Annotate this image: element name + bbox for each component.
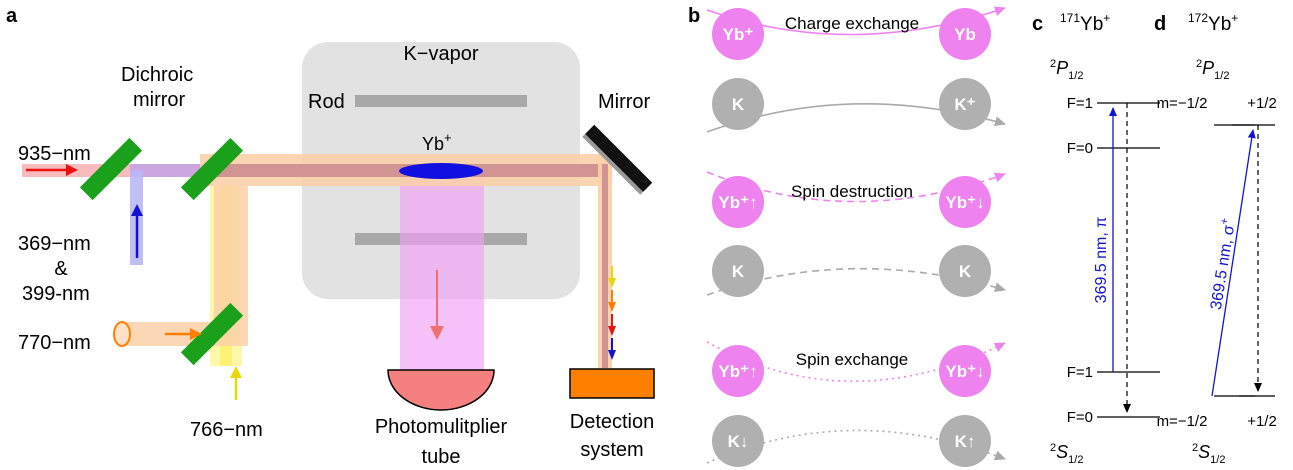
ion-out-top: Yb⁺↓ [945,362,984,381]
ball-out-top [939,8,991,60]
panel-b-label: b [688,5,700,27]
detection-label-1: Detection [570,411,655,433]
rod-label: Rod [308,91,345,113]
fiber-770 [113,321,131,347]
arrow-935-head [66,164,78,176]
trajectory-k [706,429,1006,464]
ball-in-bottom [712,245,764,297]
upper-state-label: 2P1/2 [1196,58,1229,82]
process-spin-destruction: Yb⁺↑ Yb⁺↓ K K Spin destruction [706,171,1006,297]
ball-in-bottom [712,78,764,130]
ion-out-bottom: K⁺ [954,95,975,114]
ion-in-top: Yb⁺↑ [718,193,757,212]
ion-in-bottom: K↓ [728,432,749,451]
ion-out-top: Yb [954,25,976,44]
arrow-369-head [131,204,143,216]
dichroic-mirror-1 [79,137,143,201]
pmt-label-2: tube [422,446,461,468]
ion-in-top: Yb⁺↑ [718,362,757,381]
panel-b: b Yb⁺ Yb K K⁺ Charge exchange Yb⁺↑ Yb⁺↓ … [688,5,1006,467]
lower-state-label: 2S1/2 [1192,442,1225,466]
yb-ion-label: Yb+ [422,130,452,154]
ball-out-bottom [939,245,991,297]
level-label-f1-upper: F=1 [1067,95,1093,112]
ball-in-top [712,8,764,60]
ion-in-bottom: K [732,95,745,114]
lower-state-label: 2S1/2 [1050,442,1083,466]
mirror-back [582,133,644,195]
label-amp: & [54,258,68,280]
ball-in-top [712,345,764,397]
panel-c-label: c [1032,13,1043,35]
level-label-f0-upper: F=0 [1067,140,1093,157]
panel-c: c 171Yb+ 2P1/2 F=1 F=0 F=1 F=0 369.5 nm,… [1032,11,1160,466]
label-770: 770−nm [18,332,91,354]
ion-out-top: Yb⁺↓ [945,193,984,212]
arrow-766-head [230,366,242,378]
dichroic-label-2: mirror [133,89,186,111]
mirror [585,124,653,192]
rod-top [355,95,527,107]
ion-out-bottom: K↑ [955,432,976,451]
transition-sigma [1211,129,1256,397]
level-label-f0-lower: F=0 [1067,409,1093,426]
arrow-770-head [190,328,202,340]
ball-out-top [939,345,991,397]
ball-out-top [939,176,991,228]
process-title: Spin exchange [796,350,908,369]
beam-770 [120,186,248,346]
detection-system [569,368,655,399]
label-935: 935−nm [18,143,91,165]
species-label: 172Yb+ [1188,11,1238,35]
lower-m-minus: m=−1/2 [1157,413,1208,430]
ball-in-bottom [712,415,764,467]
dichroic-mirror-2 [180,137,244,201]
panel-a: a K−vapor Rod Yb+ [6,5,655,468]
panel-d-label: d [1154,13,1166,35]
dichroic-label-1: Dichroic [121,64,193,86]
species-label: 171Yb+ [1060,11,1110,35]
ion-in-bottom: K [732,262,745,281]
fluorescence-arrow-head [430,326,444,340]
process-title: Spin destruction [791,182,913,201]
detection-label-2: system [580,439,643,461]
upper-m-minus: m=−1/2 [1157,95,1208,112]
label-369: 369−nm [18,233,91,255]
process-title: Charge exchange [785,14,919,33]
process-spin-exchange: Yb⁺↑ Yb⁺↓ K↓ K↑ Spin exchange [706,341,1006,467]
lower-m-plus: +1/2 [1247,413,1277,430]
upper-state-label: 2P1/2 [1050,58,1083,82]
panel-a-label: a [6,5,18,27]
upper-m-plus: +1/2 [1247,95,1277,112]
fluorescence-beam [400,172,484,370]
k-vapor-label: K−vapor [403,43,478,65]
detection-arrows [608,266,616,360]
ball-out-bottom [939,415,991,467]
beam-down-inner [602,164,608,368]
process-charge-exchange: Yb⁺ Yb K K⁺ Charge exchange [706,6,1006,133]
panel-d: d 172Yb+ 2P1/2 m=−1/2 +1/2 m=−1/2 +1/2 3… [1154,11,1277,466]
label-766: 766−nm [190,419,263,441]
pmt-label-1: Photomulitplier [375,416,508,438]
ball-out-bottom [939,78,991,130]
level-label-f1-lower: F=1 [1067,364,1093,381]
dichroic-mirror-3 [180,302,244,366]
photomultiplier-tube [387,369,495,411]
yb-ion [399,163,483,179]
transition-label: 369.5 nm, σ+ [1205,217,1239,311]
ion-in-top: Yb⁺ [723,25,754,44]
transition-label: 369.5 nm, π [1093,217,1110,304]
ion-out-bottom: K [959,262,972,281]
ball-in-top [712,176,764,228]
mirror-label: Mirror [598,91,651,113]
label-399: 399-nm [22,283,90,305]
